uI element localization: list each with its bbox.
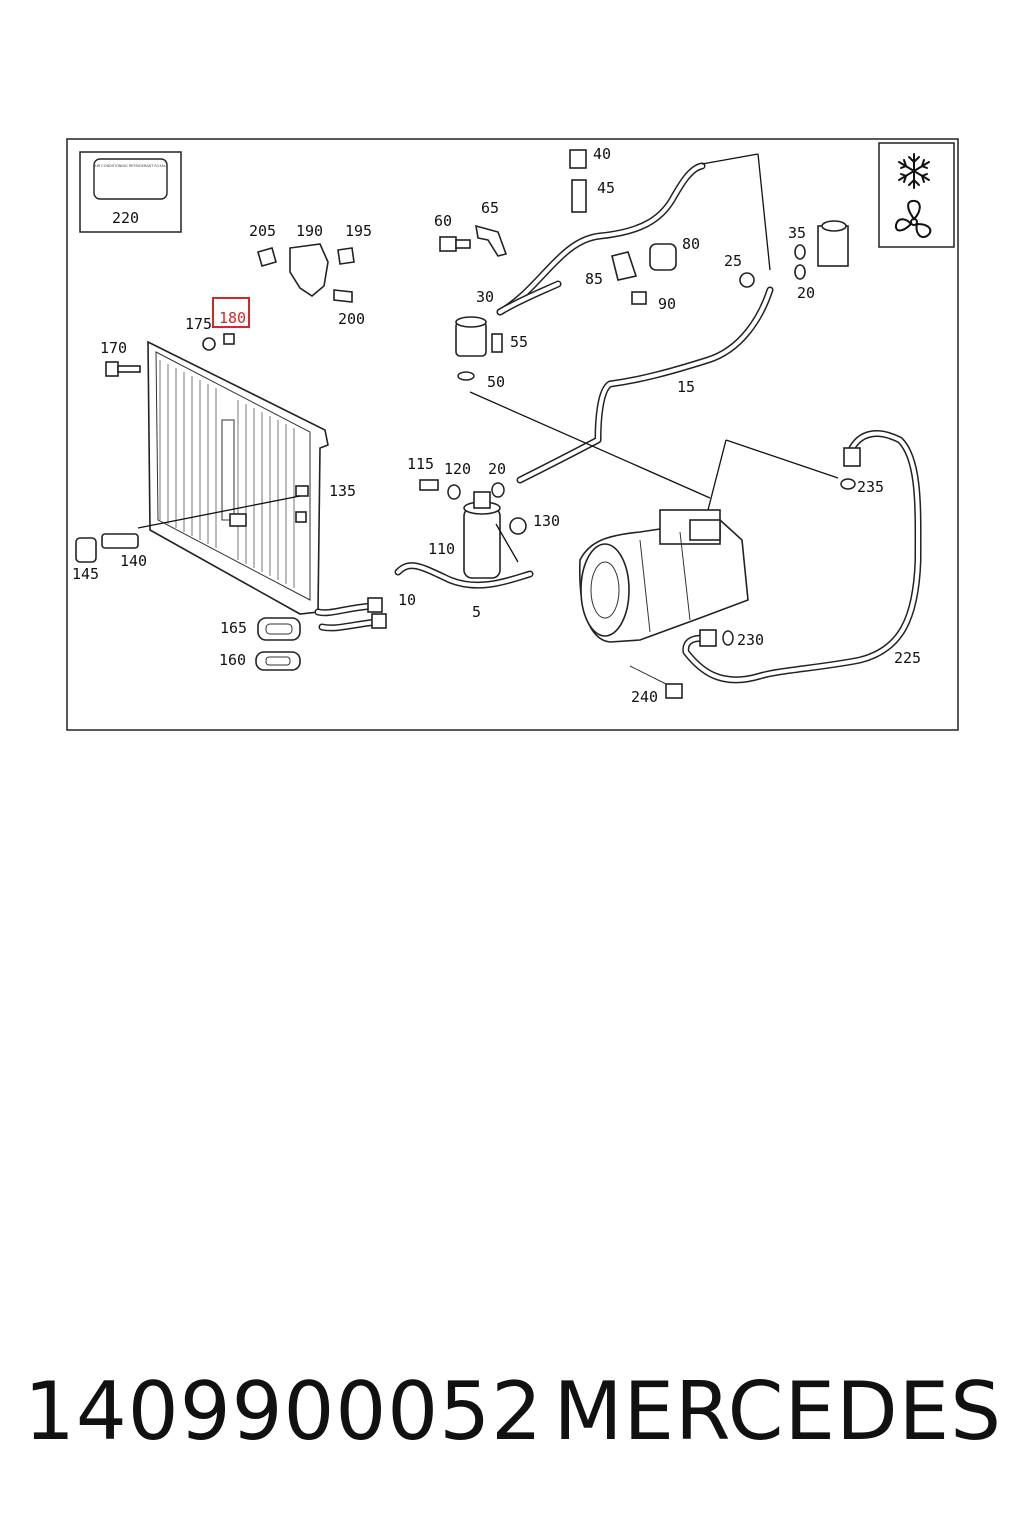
callout-25[interactable]: 25 — [724, 252, 742, 270]
bracket-group-190 — [257, 243, 355, 303]
callout-110[interactable]: 110 — [428, 540, 455, 558]
bolt-240 — [629, 665, 683, 699]
callout-135[interactable]: 135 — [329, 482, 356, 500]
callout-175[interactable]: 175 — [185, 315, 212, 333]
valve-45 — [571, 179, 587, 213]
fitting-145 — [75, 537, 97, 563]
clamp-65 — [475, 224, 508, 257]
condenser — [147, 340, 329, 615]
washer-175 — [202, 337, 216, 351]
fitting-140 — [101, 533, 139, 549]
callout-140[interactable]: 140 — [120, 552, 147, 570]
callout-120[interactable]: 120 — [444, 460, 471, 478]
callout-115[interactable]: 115 — [407, 455, 434, 473]
callout-20a[interactable]: 20 — [797, 284, 815, 302]
cap-40 — [569, 149, 587, 169]
clip-180 — [223, 333, 235, 345]
callout-160[interactable]: 160 — [219, 651, 246, 669]
callout-240[interactable]: 240 — [631, 688, 658, 706]
callout-35[interactable]: 35 — [788, 224, 806, 242]
fan-icon — [894, 199, 932, 238]
label-plate-220: AIR CONDITIONING REFRIGERANT R134a 220 — [79, 151, 182, 233]
svg-text:AIR CONDITIONING REFRIGERANT R: AIR CONDITIONING REFRIGERANT R134a — [94, 164, 165, 168]
bolt-90 — [631, 291, 647, 305]
callout-230[interactable]: 230 — [737, 631, 764, 649]
callout-225[interactable]: 225 — [894, 649, 921, 667]
damper-80 — [649, 243, 677, 271]
callout-220[interactable]: 220 — [112, 209, 139, 227]
icon-box — [878, 142, 955, 248]
callout-205[interactable]: 205 — [249, 222, 276, 240]
brand-name: MERCEDES — [553, 1365, 1002, 1458]
bolt-170 — [105, 361, 141, 377]
callout-180[interactable]: 180 — [219, 309, 246, 327]
callout-200[interactable]: 200 — [338, 310, 365, 328]
callout-50[interactable]: 50 — [487, 373, 505, 391]
bolt-60 — [439, 236, 471, 252]
callout-5[interactable]: 5 — [472, 603, 481, 621]
callout-30[interactable]: 30 — [476, 288, 494, 306]
callout-20b[interactable]: 20 — [488, 460, 506, 478]
callout-235[interactable]: 235 — [857, 478, 884, 496]
footer: 1409900052 MERCEDES — [0, 1365, 1024, 1475]
callout-40[interactable]: 40 — [593, 145, 611, 163]
receiver-drier-110 — [419, 479, 527, 579]
callout-85[interactable]: 85 — [585, 270, 603, 288]
callout-145[interactable]: 145 — [72, 565, 99, 583]
expansion-valve-35 — [739, 220, 849, 288]
clamp-85 — [611, 251, 638, 281]
part-number: 1409900052 — [24, 1365, 543, 1458]
callouts: 205 190 195 200 175 180 170 135 145 140 … — [72, 145, 921, 706]
compressor — [578, 509, 749, 643]
callout-60[interactable]: 60 — [434, 212, 452, 230]
parts-diagram: AIR CONDITIONING REFRIGERANT R134a 220 — [66, 138, 959, 731]
grommet-160 — [255, 651, 301, 671]
callout-45[interactable]: 45 — [597, 179, 615, 197]
callout-15[interactable]: 15 — [677, 378, 695, 396]
callout-165[interactable]: 165 — [220, 619, 247, 637]
callout-55[interactable]: 55 — [510, 333, 528, 351]
callout-80[interactable]: 80 — [682, 235, 700, 253]
callout-65[interactable]: 65 — [481, 199, 499, 217]
callout-190[interactable]: 190 — [296, 222, 323, 240]
callout-130[interactable]: 130 — [533, 512, 560, 530]
grommet-165 — [257, 617, 301, 641]
highlight-box-180 — [212, 297, 250, 328]
snowflake-icon — [898, 153, 930, 189]
callout-10[interactable]: 10 — [398, 591, 416, 609]
receiver-drier-top — [455, 316, 503, 381]
callout-195[interactable]: 195 — [345, 222, 372, 240]
callout-170[interactable]: 170 — [100, 339, 127, 357]
callout-90[interactable]: 90 — [658, 295, 676, 313]
